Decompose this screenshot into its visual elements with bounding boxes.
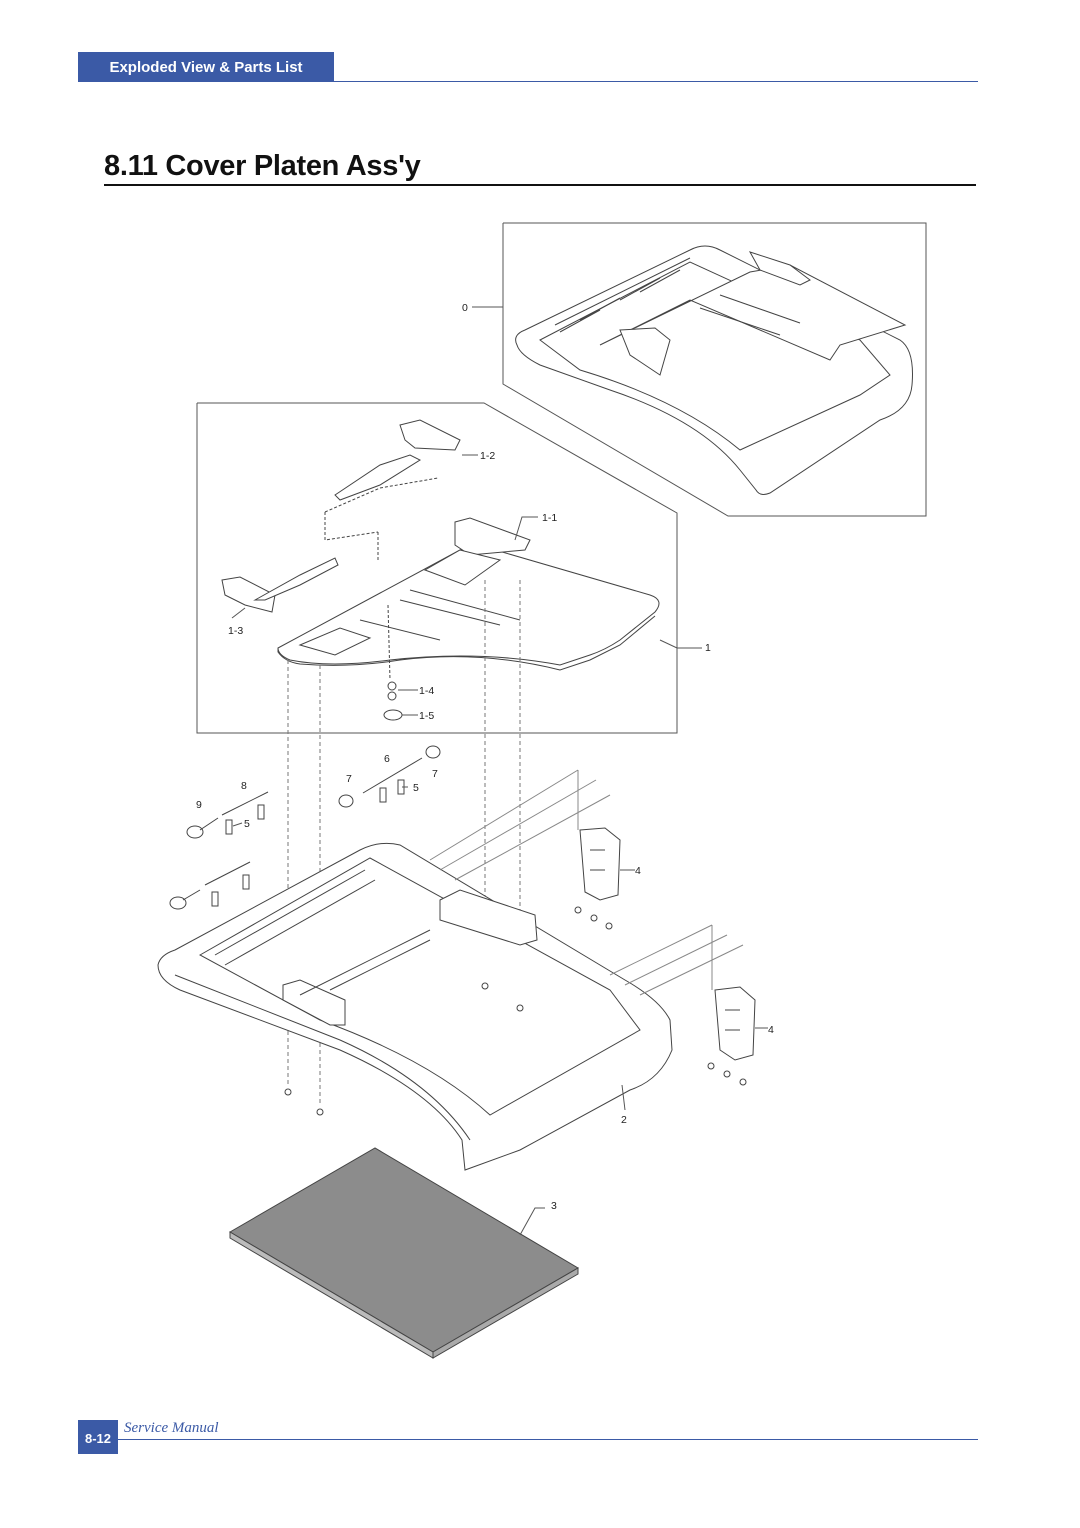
assembly-0-frame xyxy=(502,222,927,517)
hinge-lower-drawing xyxy=(609,924,756,1086)
label-part-1-3: 1-3 xyxy=(228,625,243,637)
label-part-1-5: 1-5 xyxy=(419,710,434,722)
page-title: 8.11 Cover Platen Ass'y xyxy=(104,150,421,182)
roller-shaft-group-b xyxy=(186,791,269,839)
label-part-5-left: 5 xyxy=(244,818,250,830)
label-part-8: 8 xyxy=(241,780,247,792)
roller-shaft-group-c xyxy=(169,861,251,910)
label-part-4-upper: 4 xyxy=(635,865,641,877)
label-part-5-right: 5 xyxy=(413,782,419,794)
section-tab: Exploded View & Parts List xyxy=(78,52,334,82)
roller-shaft-group-a xyxy=(338,745,441,808)
screws-base xyxy=(284,982,524,1116)
assembly-1-drawing xyxy=(221,419,660,721)
label-part-7-right: 7 xyxy=(432,768,438,780)
manual-name: Service Manual xyxy=(124,1420,219,1436)
base-tray-drawing xyxy=(157,842,673,1171)
page-number: 8-12 xyxy=(78,1420,118,1454)
footer-rule xyxy=(118,1439,978,1440)
label-part-1-4: 1-4 xyxy=(419,685,434,697)
label-part-6: 6 xyxy=(384,753,390,765)
title-rule xyxy=(104,184,976,186)
label-part-3: 3 xyxy=(551,1200,557,1212)
assembly-0-drawing xyxy=(515,245,913,495)
label-part-0: 0 xyxy=(462,302,468,314)
label-part-9: 9 xyxy=(196,799,202,811)
label-part-1-1: 1-1 xyxy=(542,512,557,524)
label-part-1-2: 1-2 xyxy=(480,450,495,462)
platen-sheet-drawing xyxy=(229,1147,579,1359)
hinge-upper-drawing xyxy=(429,769,621,930)
header-rule xyxy=(78,81,978,82)
label-part-1: 1 xyxy=(705,642,711,654)
assembly-1-frame xyxy=(196,402,678,734)
label-part-7-left: 7 xyxy=(346,773,352,785)
label-part-2: 2 xyxy=(621,1114,627,1126)
label-part-4-lower: 4 xyxy=(768,1024,774,1036)
